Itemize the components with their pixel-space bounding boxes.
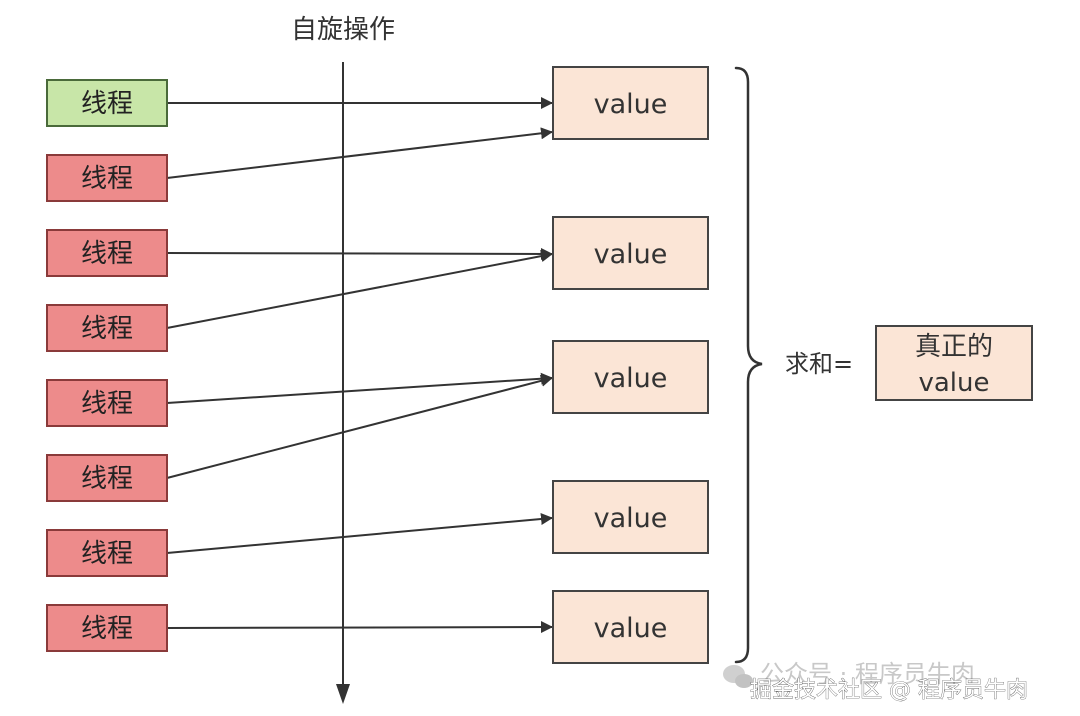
- value-cell-label: value: [594, 239, 668, 270]
- result-line-2: value: [918, 368, 989, 398]
- value-cell-2: value: [552, 216, 709, 290]
- sum-label: 求和=: [785, 350, 853, 378]
- thread-arrow-4: [166, 250, 553, 329]
- thread-label: 线程: [81, 539, 133, 569]
- thread-arrow-7: [166, 513, 553, 554]
- spin-operation-label: 自旋操作: [291, 15, 395, 45]
- result-box: 真正的 value: [875, 325, 1033, 401]
- thread-arrow-8: [166, 621, 553, 634]
- thread-label: 线程: [81, 614, 133, 644]
- thread-arrow-5: [166, 372, 553, 404]
- thread-label: 线程: [81, 89, 133, 119]
- thread-box-6: 线程: [46, 454, 168, 502]
- thread-arrow-2: [166, 127, 553, 179]
- arrows-group: [166, 97, 553, 634]
- thread-label: 线程: [81, 239, 133, 269]
- result-line-1: 真正的: [915, 332, 993, 362]
- value-cell-3: value: [552, 340, 709, 414]
- thread-box-4: 线程: [46, 304, 168, 352]
- value-cell-5: value: [552, 590, 709, 664]
- thread-label: 线程: [81, 389, 133, 419]
- thread-arrow-3: [166, 247, 553, 260]
- thread-box-3: 线程: [46, 229, 168, 277]
- thread-box-2: 线程: [46, 154, 168, 202]
- value-cell-4: value: [552, 480, 709, 554]
- watermark-line-1: 公众号 · 程序员牛肉: [760, 660, 975, 688]
- thread-box-8: 线程: [46, 604, 168, 652]
- wechat-icon: [723, 665, 753, 688]
- thread-box-7: 线程: [46, 529, 168, 577]
- value-cell-label: value: [594, 503, 668, 534]
- sum-brace: [734, 66, 763, 664]
- value-cell-1: value: [552, 66, 709, 140]
- thread-arrow-6: [166, 374, 553, 479]
- watermark: 公众号 · 程序员牛肉 掘金技术社区 @ 程序员牛肉: [723, 660, 1028, 703]
- thread-box-1: 线程: [46, 79, 168, 127]
- spin-axis: [336, 62, 350, 704]
- thread-label: 线程: [81, 164, 133, 194]
- value-cell-label: value: [594, 363, 668, 394]
- value-cell-label: value: [594, 89, 668, 120]
- thread-label: 线程: [81, 464, 133, 494]
- value-cell-label: value: [594, 613, 668, 644]
- watermark-line-2: 掘金技术社区 @ 程序员牛肉: [750, 678, 1028, 703]
- thread-box-5: 线程: [46, 379, 168, 427]
- axis-arrow-head: [336, 684, 350, 704]
- value-cells-group: value value value value value: [552, 66, 709, 664]
- thread-label: 线程: [81, 314, 133, 344]
